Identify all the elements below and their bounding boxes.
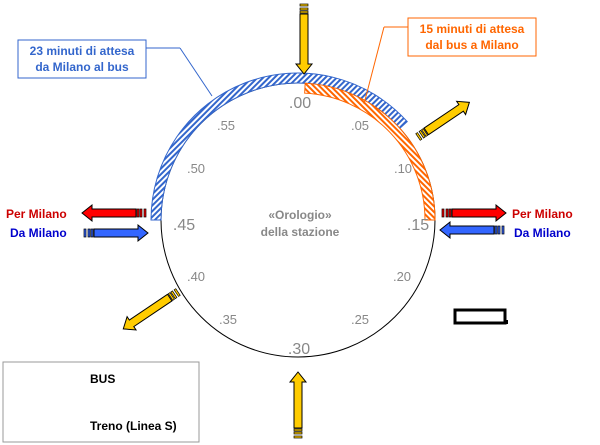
bus-arrow-topright: [415, 100, 471, 141]
tick-20: .20: [393, 269, 411, 284]
legend-train-label: Treno (Linea S): [90, 419, 177, 433]
center-title: «Orologio»: [268, 208, 332, 222]
callout-orange-line2: dal bus a Milano: [425, 38, 518, 52]
legend-box: [2, 361, 200, 443]
tick-25: .25: [351, 312, 369, 327]
tick-45: .45: [173, 217, 195, 234]
right-from-milano-label: Da Milano: [514, 226, 571, 240]
legend: BUS Treno (Linea S): [2, 361, 200, 443]
tick-10: .10: [394, 161, 412, 176]
tick-35: .35: [219, 312, 237, 327]
train-arrow-left-to-milano: [81, 203, 147, 223]
legend-bus-label: BUS: [90, 372, 115, 386]
tick-00: .00: [289, 95, 311, 112]
train-arrow-right-from-milano: [439, 220, 505, 240]
callout-orange: 15 minuti di attesa dal bus a Milano: [363, 17, 537, 105]
orange-wait-arc: [304, 82, 436, 221]
callout-blue-line1: 23 minuti di attesa: [30, 44, 135, 58]
bus-arrow-bottom: [288, 371, 308, 439]
right-to-milano-label: Per Milano: [512, 207, 573, 221]
bus-arrow-top: [294, 3, 314, 75]
blue-wait-arc: [150, 72, 408, 221]
callout-orange-line1: 15 minuti di attesa: [420, 22, 525, 36]
tick-05: .05: [351, 118, 369, 133]
marker-box-handle: [504, 320, 508, 324]
tick-55: .55: [217, 118, 235, 133]
tick-15: .15: [407, 217, 429, 234]
callout-blue-line2: da Milano al bus: [35, 60, 129, 74]
marker-box: [453, 308, 507, 325]
bus-arrow-bottomleft: [122, 288, 181, 331]
center-subtitle: della stazione: [261, 225, 340, 239]
train-arrow-right-to-milano: [441, 203, 507, 223]
tick-30: .30: [288, 341, 310, 358]
tick-50: .50: [187, 161, 205, 176]
callout-blue: 23 minuti di attesa da Milano al bus: [17, 39, 213, 97]
train-arrow-left-from-milano: [83, 223, 149, 243]
clock-ticks: .00 .05 .10 .15 .20 .25 .30 .35 .40 .45 …: [173, 95, 429, 358]
tick-40: .40: [187, 269, 205, 284]
left-to-milano-label: Per Milano: [6, 207, 67, 221]
left-from-milano-label: Da Milano: [10, 226, 67, 240]
